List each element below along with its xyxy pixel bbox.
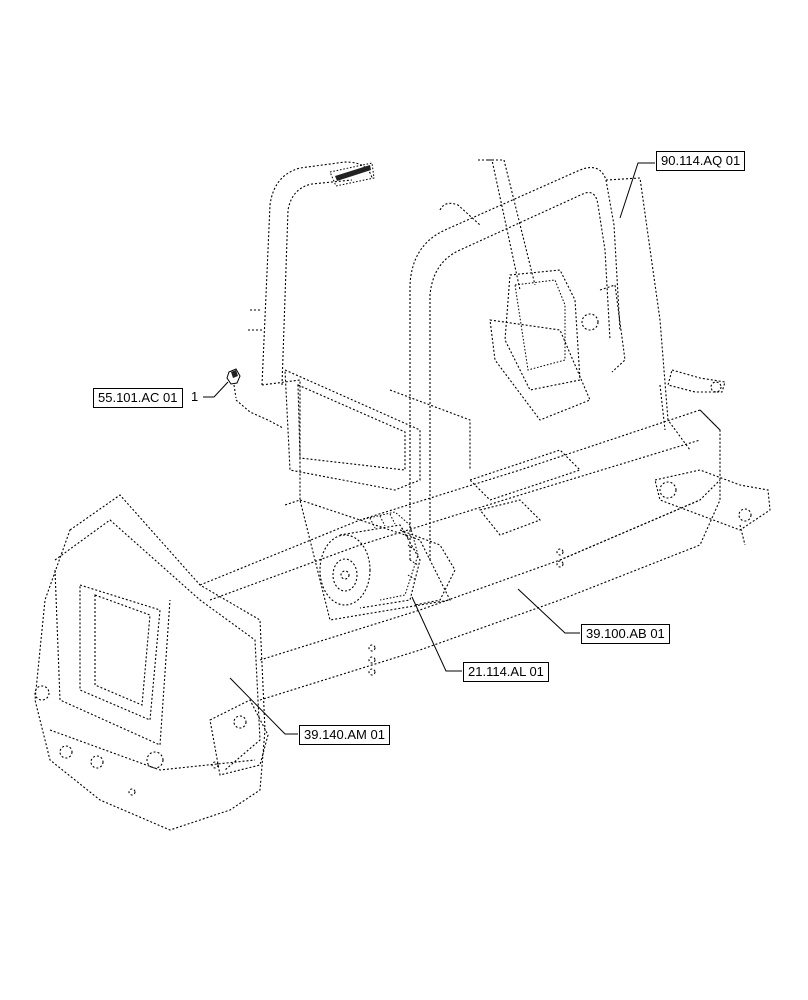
leader-lines — [203, 162, 655, 735]
callout-counterweight[interactable]: 39.140.AM 01 — [299, 725, 390, 745]
operator-console — [489, 269, 626, 421]
callout-hydraulic-pump[interactable]: 21.114.AL 01 — [463, 662, 549, 682]
sensor-quantity: 1 — [191, 389, 199, 404]
chassis-frame — [199, 409, 721, 701]
counterweight — [34, 494, 269, 831]
callout-chassis[interactable]: 39.100.AB 01 — [581, 624, 670, 644]
side-frame-plate — [284, 369, 471, 621]
sensor-part — [226, 368, 284, 429]
rops-front-hoop — [409, 159, 691, 560]
rops-rear-hoop — [248, 161, 375, 506]
hydraulic-pump — [319, 499, 541, 609]
callout-sensor[interactable]: 55.101.AC 01 — [93, 388, 183, 408]
front-linkage — [654, 369, 771, 546]
callout-cab-frame[interactable]: 90.114.AQ 01 — [656, 151, 746, 171]
